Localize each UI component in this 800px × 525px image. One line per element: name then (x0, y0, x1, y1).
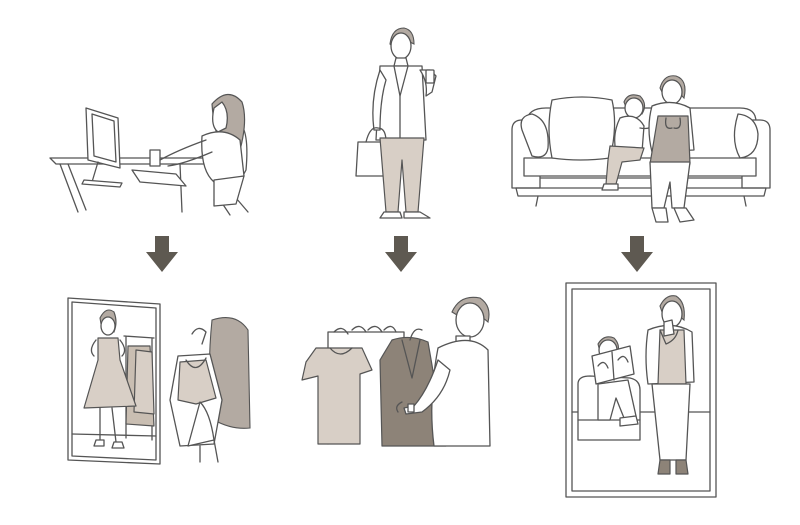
sofa-cushion (733, 113, 759, 159)
woman-at-computer (159, 93, 246, 207)
keyboard-icon (131, 169, 187, 187)
sofa-cushion (520, 113, 549, 158)
computer-monitor-icon (81, 107, 123, 188)
desk (49, 157, 217, 213)
sweater-on-hanger (301, 347, 373, 445)
down-arrow-icon (146, 236, 178, 272)
sofa-cushion (548, 96, 616, 161)
down-arrow-icon (385, 236, 417, 272)
woman-holding-dress (169, 317, 251, 463)
child-with-picture-book (591, 336, 639, 427)
businessman-scene (355, 27, 437, 219)
sofa-scene (511, 75, 771, 223)
mother-standing (645, 295, 695, 475)
down-arrow-icon (621, 236, 653, 272)
smartphone-icon (425, 69, 435, 84)
jacket-on-hanger (379, 336, 447, 447)
businessman-head (390, 32, 412, 60)
smartphone-icon (149, 149, 161, 167)
woman-at-desk-scene (49, 93, 249, 216)
woman-reflection-in-dress (83, 309, 137, 449)
wristwatch-icon (407, 403, 415, 413)
smartphone-icon (663, 319, 675, 337)
child-on-sofa (601, 94, 657, 191)
family-photo-frame (565, 282, 717, 498)
mother-on-sofa (648, 75, 695, 223)
dress-reflection (83, 337, 137, 409)
mirror-tryon-scene (67, 297, 251, 465)
businessman-pants (379, 137, 425, 213)
sofa (511, 96, 771, 207)
clothing-rack-scene (301, 296, 491, 447)
man-choosing-jacket (396, 296, 491, 447)
